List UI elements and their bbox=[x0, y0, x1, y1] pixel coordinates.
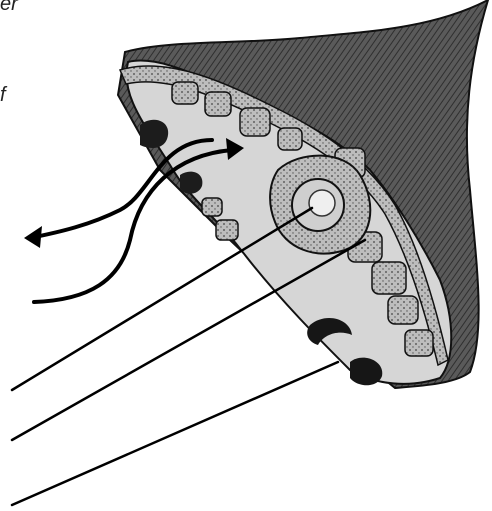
arrowhead-left bbox=[24, 226, 42, 248]
dark-edge-blob-left bbox=[140, 120, 168, 148]
central-nucleus bbox=[309, 190, 335, 216]
leader-line-3 bbox=[12, 362, 338, 505]
